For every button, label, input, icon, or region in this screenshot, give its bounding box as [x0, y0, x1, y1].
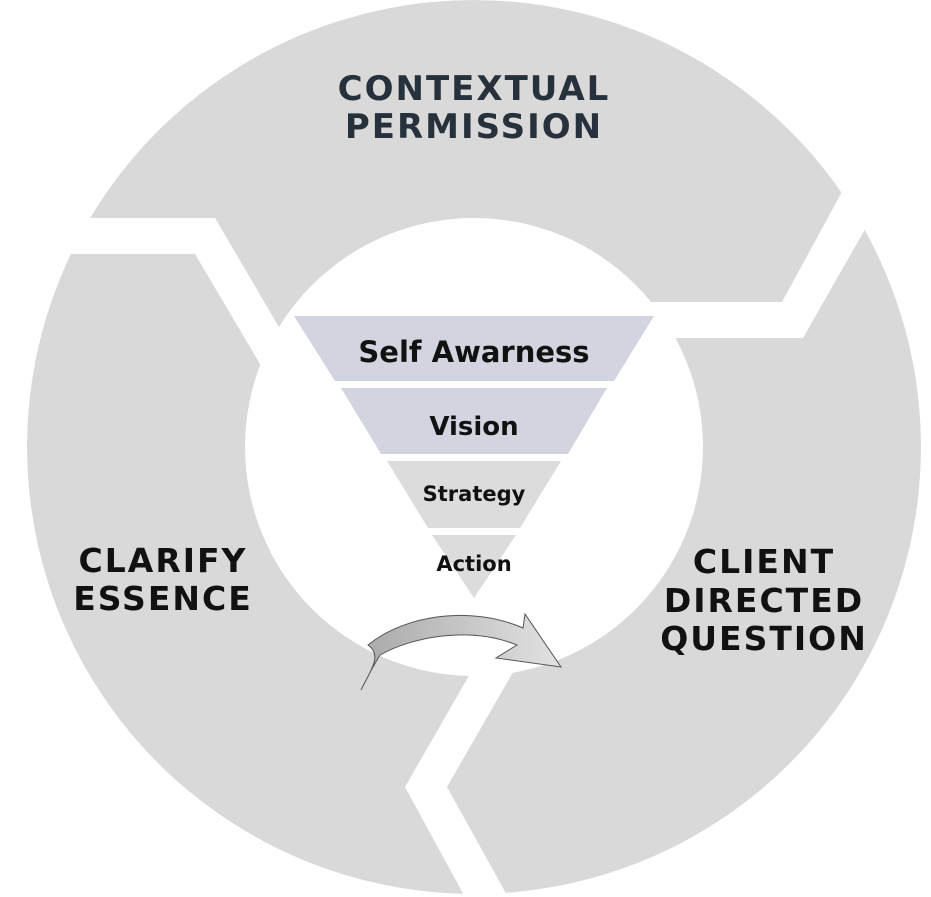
label-directed: DIRECTED: [664, 581, 864, 620]
label-contextual: CONTEXTUAL: [338, 69, 611, 109]
funnel-label-self-awareness: Self Awarness: [358, 335, 589, 369]
funnel-layer-strategy: [387, 461, 561, 528]
segment-right-label: CLIENT DIRECTED QUESTION: [660, 542, 868, 658]
label-clarify: CLARIFY: [79, 541, 248, 580]
funnel-label-action: Action: [436, 552, 511, 576]
gap-bottom: [405, 660, 520, 894]
label-client: CLIENT: [693, 542, 835, 581]
gap-upper-left: [27, 218, 290, 364]
funnel-label-strategy: Strategy: [423, 482, 526, 506]
curved-arrow-right-icon: [360, 612, 563, 691]
label-question: QUESTION: [660, 619, 868, 658]
funnel-layer-vision: [341, 388, 607, 454]
funnel-layer-action: [432, 535, 516, 598]
funnel: Self Awarness Vision Strategy Action: [294, 316, 654, 598]
segment-top-label: CONTEXTUAL PERMISSION: [338, 69, 611, 147]
label-essence: ESSENCE: [73, 579, 253, 618]
label-permission: PERMISSION: [345, 107, 603, 147]
segment-left-label: CLARIFY ESSENCE: [73, 541, 253, 618]
funnel-label-vision: Vision: [429, 412, 518, 442]
funnel-layer-self-awareness: [294, 316, 654, 381]
